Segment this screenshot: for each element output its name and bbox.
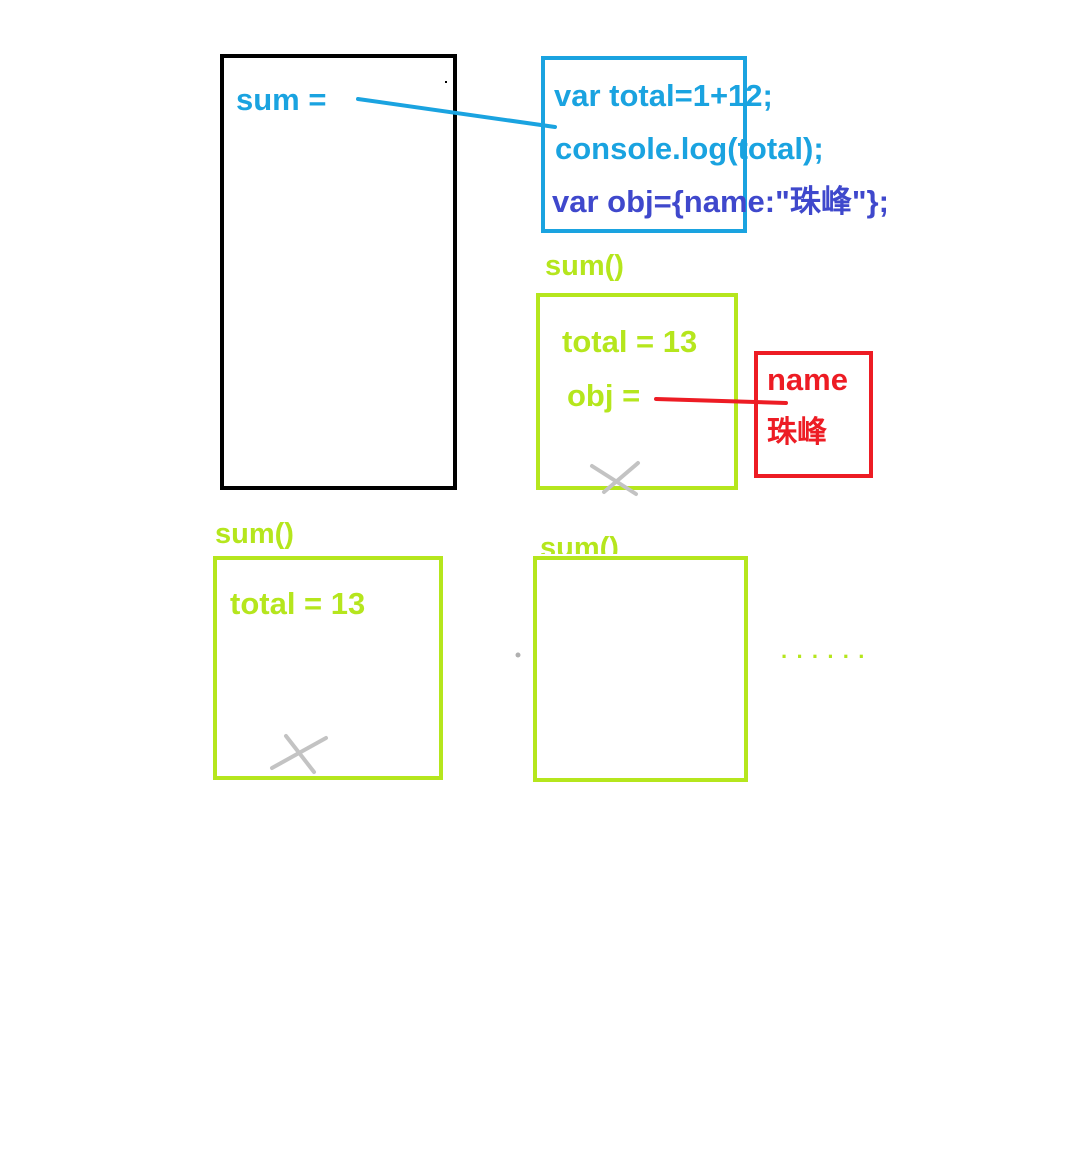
code-line-1: var total=1+12; [554, 78, 773, 113]
stray-dot [515, 652, 521, 658]
call-title-top-right: sum() [545, 250, 624, 282]
call-obj-top-right: obj = [567, 378, 641, 413]
heap-object-box [754, 351, 873, 478]
code-line-3: var obj={name:"珠峰"}; [552, 184, 889, 219]
heap-object-value: 珠峰 [767, 416, 827, 449]
destroyed-x-icon [270, 734, 328, 774]
obj-reference-line [654, 397, 788, 405]
global-scope-dot [445, 81, 447, 83]
call-total-top-right: total = 13 [562, 324, 698, 359]
call-total-bottom-left: total = 13 [230, 586, 366, 621]
ellipsis: · · · · · · [781, 644, 867, 669]
call-scope-box-bottom-left [213, 556, 443, 780]
global-scope-label: sum = [236, 82, 327, 117]
code-line-2: console.log(total); [555, 131, 824, 166]
call-scope-box-top-right [536, 293, 738, 490]
sum-reference-line [356, 97, 557, 129]
heap-object-key: name [767, 362, 848, 397]
global-scope-box [220, 54, 457, 490]
destroyed-x-icon [590, 461, 640, 496]
call-scope-box-bottom-right [533, 556, 748, 782]
call-title-bottom-right: sum() [540, 534, 619, 554]
code-block-box [541, 56, 747, 233]
call-title-bottom-left: sum() [215, 518, 294, 550]
